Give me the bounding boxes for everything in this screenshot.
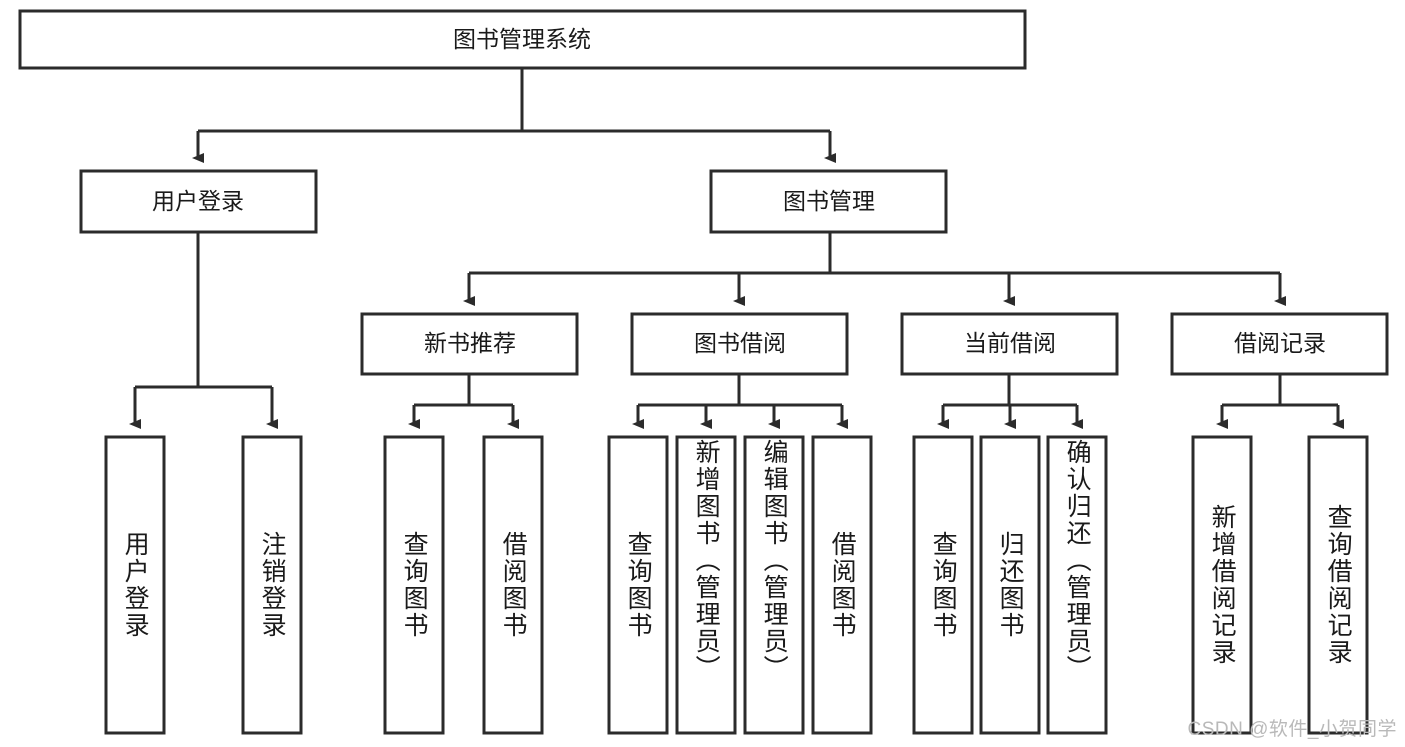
leaf-label: 查询图书 <box>929 531 958 639</box>
connector-user-login-to-leaves <box>129 232 278 429</box>
node-user-login-label: 用户登录 <box>152 188 244 214</box>
leaf-current-borrow-confirm[interactable]: 确认归还（管理员） <box>1046 435 1108 735</box>
leaf-current-borrow-return[interactable]: 归还图书 <box>979 435 1041 735</box>
leaf-book-borrow-edit[interactable]: 编辑图书（管理员） <box>743 435 805 735</box>
leaf-label: 注销登录 <box>258 531 287 639</box>
leaf-user-login-logout[interactable]: 注销登录 <box>241 435 303 735</box>
leaf-label: 查询图书 <box>624 531 653 639</box>
leaf-book-borrow-add[interactable]: 新增图书（管理员） <box>675 435 737 735</box>
node-book-borrow[interactable]: 图书借阅 <box>630 312 849 376</box>
leaf-label: 用户登录 <box>121 531 150 639</box>
leaf-label: 编辑图书（管理员） <box>760 439 789 682</box>
leaf-label: 确认归还（管理员） <box>1063 439 1092 682</box>
leaf-current-borrow-query[interactable]: 查询图书 <box>912 435 974 735</box>
connector-borrow-record-to-leaves <box>1216 374 1344 429</box>
leaf-label: 归还图书 <box>996 531 1025 639</box>
node-new-book-recommend[interactable]: 新书推荐 <box>360 312 579 376</box>
leaf-label: 借阅图书 <box>499 531 528 639</box>
node-user-login[interactable]: 用户登录 <box>79 169 318 234</box>
node-book-management[interactable]: 图书管理 <box>709 169 948 234</box>
node-book-borrow-label: 图书借阅 <box>694 330 786 356</box>
leaf-label: 查询图书 <box>400 531 429 639</box>
connector-root-to-level1 <box>192 68 836 163</box>
node-new-book-recommend-label: 新书推荐 <box>424 330 516 356</box>
leaf-label: 借阅图书 <box>828 531 857 639</box>
leaf-borrow-record-add[interactable]: 新增借阅记录 <box>1191 435 1253 735</box>
leaf-label: 新增借阅记录 <box>1208 504 1237 666</box>
node-root-label: 图书管理系统 <box>453 26 591 52</box>
leaf-label: 新增图书（管理员） <box>692 439 721 682</box>
leaf-label: 查询借阅记录 <box>1324 504 1353 666</box>
leaf-new-book-borrow[interactable]: 借阅图书 <box>482 435 544 735</box>
connector-current-borrow-to-leaves <box>937 374 1083 429</box>
leaf-book-borrow-borrow[interactable]: 借阅图书 <box>811 435 873 735</box>
node-borrow-record-label: 借阅记录 <box>1234 330 1326 356</box>
connector-new-book-to-leaves <box>408 374 519 429</box>
leaf-user-login-login[interactable]: 用户登录 <box>104 435 166 735</box>
connector-book-mgmt-to-level2 <box>463 232 1286 306</box>
node-root[interactable]: 图书管理系统 <box>18 9 1027 70</box>
leaf-borrow-record-query[interactable]: 查询借阅记录 <box>1307 435 1369 735</box>
node-borrow-record[interactable]: 借阅记录 <box>1170 312 1389 376</box>
node-current-borrow[interactable]: 当前借阅 <box>900 312 1119 376</box>
leaf-book-borrow-query[interactable]: 查询图书 <box>607 435 669 735</box>
connector-book-borrow-to-leaves <box>632 374 848 429</box>
node-book-management-label: 图书管理 <box>783 188 875 214</box>
leaf-new-book-query[interactable]: 查询图书 <box>383 435 445 735</box>
node-current-borrow-label: 当前借阅 <box>964 330 1056 356</box>
